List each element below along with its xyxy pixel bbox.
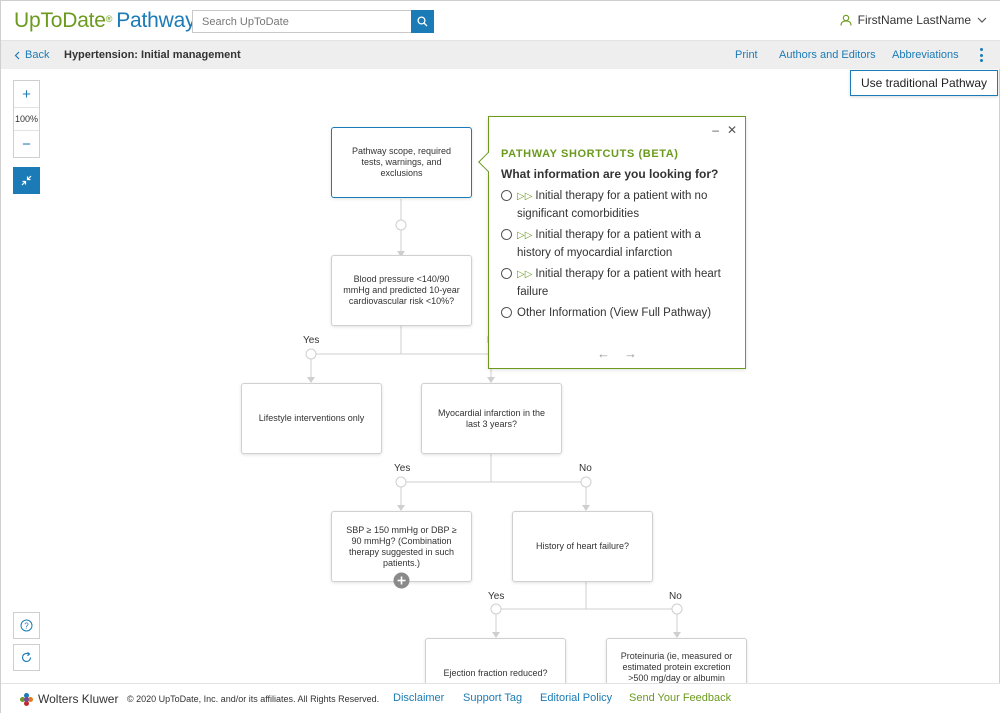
zoom-control: + 100% −	[13, 80, 40, 158]
radio-button[interactable]	[501, 307, 512, 318]
node-sbp-dbp[interactable]: SBP ≥ 150 mmHg or DBP ≥ 90 mmHg? (Combin…	[331, 511, 472, 582]
logo-registered-mark: ®	[105, 14, 113, 24]
shortcut-option-heart-failure[interactable]: ▷▷Initial therapy for a patient with hea…	[501, 266, 736, 300]
fast-forward-icon: ▷▷	[517, 269, 533, 280]
label-no: No	[579, 463, 592, 474]
chevron-left-icon	[14, 51, 20, 59]
shortcut-option-no-comorbidities[interactable]: ▷▷Initial therapy for a patient with no …	[501, 188, 736, 222]
pathway-shortcuts-popup: – ✕ PATHWAY SHORTCUTS (BETA) What inform…	[478, 116, 746, 369]
node-blood-pressure[interactable]: Blood pressure <140/90 mmHg and predicte…	[331, 255, 472, 326]
node-heart-failure[interactable]: History of heart failure?	[512, 511, 653, 582]
node-pathway-scope[interactable]: Pathway scope, required tests, warnings,…	[331, 127, 472, 198]
wolters-kluwer-logo: Wolters Kluwer	[20, 692, 118, 706]
option-label: Other Information (View Full Pathway)	[517, 307, 712, 319]
pathway-toolbar: Back Hypertension: Initial management Pr…	[1, 41, 1000, 69]
authors-editors-link[interactable]: Authors and Editors	[779, 49, 876, 61]
node-lifestyle-interventions[interactable]: Lifestyle interventions only	[241, 383, 382, 454]
search-input[interactable]	[193, 11, 411, 32]
fit-to-screen-button[interactable]	[13, 167, 40, 194]
previous-arrow-icon[interactable]: ←	[597, 346, 610, 361]
support-tag-link[interactable]: Support Tag	[463, 692, 523, 704]
refresh-icon	[21, 652, 32, 663]
back-link[interactable]: Back	[14, 49, 49, 61]
expand-node-icon[interactable]	[393, 572, 410, 589]
close-icon[interactable]: ✕	[726, 123, 737, 137]
flowchart-connectors	[305, 199, 683, 638]
shortcut-option-full-pathway[interactable]: Other Information (View Full Pathway)	[501, 305, 736, 322]
radio-button[interactable]	[501, 268, 512, 279]
company-name: Wolters Kluwer	[38, 692, 119, 706]
fast-forward-icon: ▷▷	[517, 191, 533, 202]
radio-button[interactable]	[501, 190, 512, 201]
zoom-level: 100%	[14, 107, 39, 131]
minimize-icon[interactable]: –	[712, 123, 719, 137]
shortcut-option-myocardial-infarction[interactable]: ▷▷Initial therapy for a patient with a h…	[501, 227, 736, 261]
user-icon	[840, 14, 852, 26]
label-yes: Yes	[488, 591, 505, 602]
radio-button[interactable]	[501, 229, 512, 240]
zoom-in-button[interactable]: +	[22, 85, 31, 103]
use-traditional-pathway-button[interactable]: Use traditional Pathway	[850, 70, 998, 96]
node-myocardial-infarction[interactable]: Myocardial infarction in the last 3 year…	[421, 383, 562, 454]
editorial-policy-link[interactable]: Editorial Policy	[540, 692, 613, 704]
question-circle-icon: ?	[20, 619, 33, 632]
label-yes: Yes	[394, 463, 411, 474]
page-title: Hypertension: Initial management	[64, 49, 241, 61]
send-feedback-link[interactable]: Send Your Feedback	[629, 692, 732, 704]
option-label: Initial therapy for a patient with no si…	[517, 190, 708, 220]
svg-text:?: ?	[24, 622, 29, 631]
collapse-arrows-icon	[21, 175, 32, 186]
label-yes: Yes	[303, 335, 320, 346]
print-link[interactable]: Print	[735, 49, 758, 61]
chevron-down-icon	[977, 17, 987, 23]
page-footer: Wolters Kluwer © 2020 UpToDate, Inc. and…	[1, 683, 1000, 713]
option-label: Initial therapy for a patient with a his…	[517, 229, 701, 259]
search-icon	[417, 16, 428, 27]
abbreviations-link[interactable]: Abbreviations	[892, 49, 959, 61]
next-arrow-icon[interactable]: →	[624, 346, 637, 361]
user-name: FirstName LastName	[857, 13, 971, 27]
back-label: Back	[25, 49, 50, 61]
zoom-out-button[interactable]: −	[22, 135, 31, 153]
option-label: Initial therapy for a patient with heart…	[517, 268, 721, 298]
app-header: UpToDate®Pathways FirstName LastName	[1, 1, 1000, 41]
uptodate-pathways-logo[interactable]: UpToDate®Pathways	[14, 8, 206, 34]
logo-product: Pathways	[116, 9, 206, 32]
wolters-kluwer-icon	[20, 692, 33, 706]
search-box	[192, 10, 434, 33]
fast-forward-icon: ▷▷	[517, 230, 533, 241]
copyright-text: © 2020 UpToDate, Inc. and/or its affilia…	[127, 694, 380, 704]
user-menu[interactable]: FirstName LastName	[840, 13, 987, 27]
reset-button[interactable]	[13, 644, 40, 671]
disclaimer-link[interactable]: Disclaimer	[393, 692, 445, 704]
help-button[interactable]: ?	[13, 612, 40, 639]
label-no: No	[669, 591, 682, 602]
more-options-icon[interactable]	[980, 48, 984, 62]
shortcuts-question: What information are you looking for?	[501, 167, 719, 181]
search-button[interactable]	[411, 10, 434, 33]
shortcuts-title: PATHWAY SHORTCUTS (BETA)	[501, 148, 679, 160]
pathway-canvas[interactable]: Pathway scope, required tests, warnings,…	[1, 69, 1000, 709]
logo-brand: UpToDate	[14, 9, 106, 32]
